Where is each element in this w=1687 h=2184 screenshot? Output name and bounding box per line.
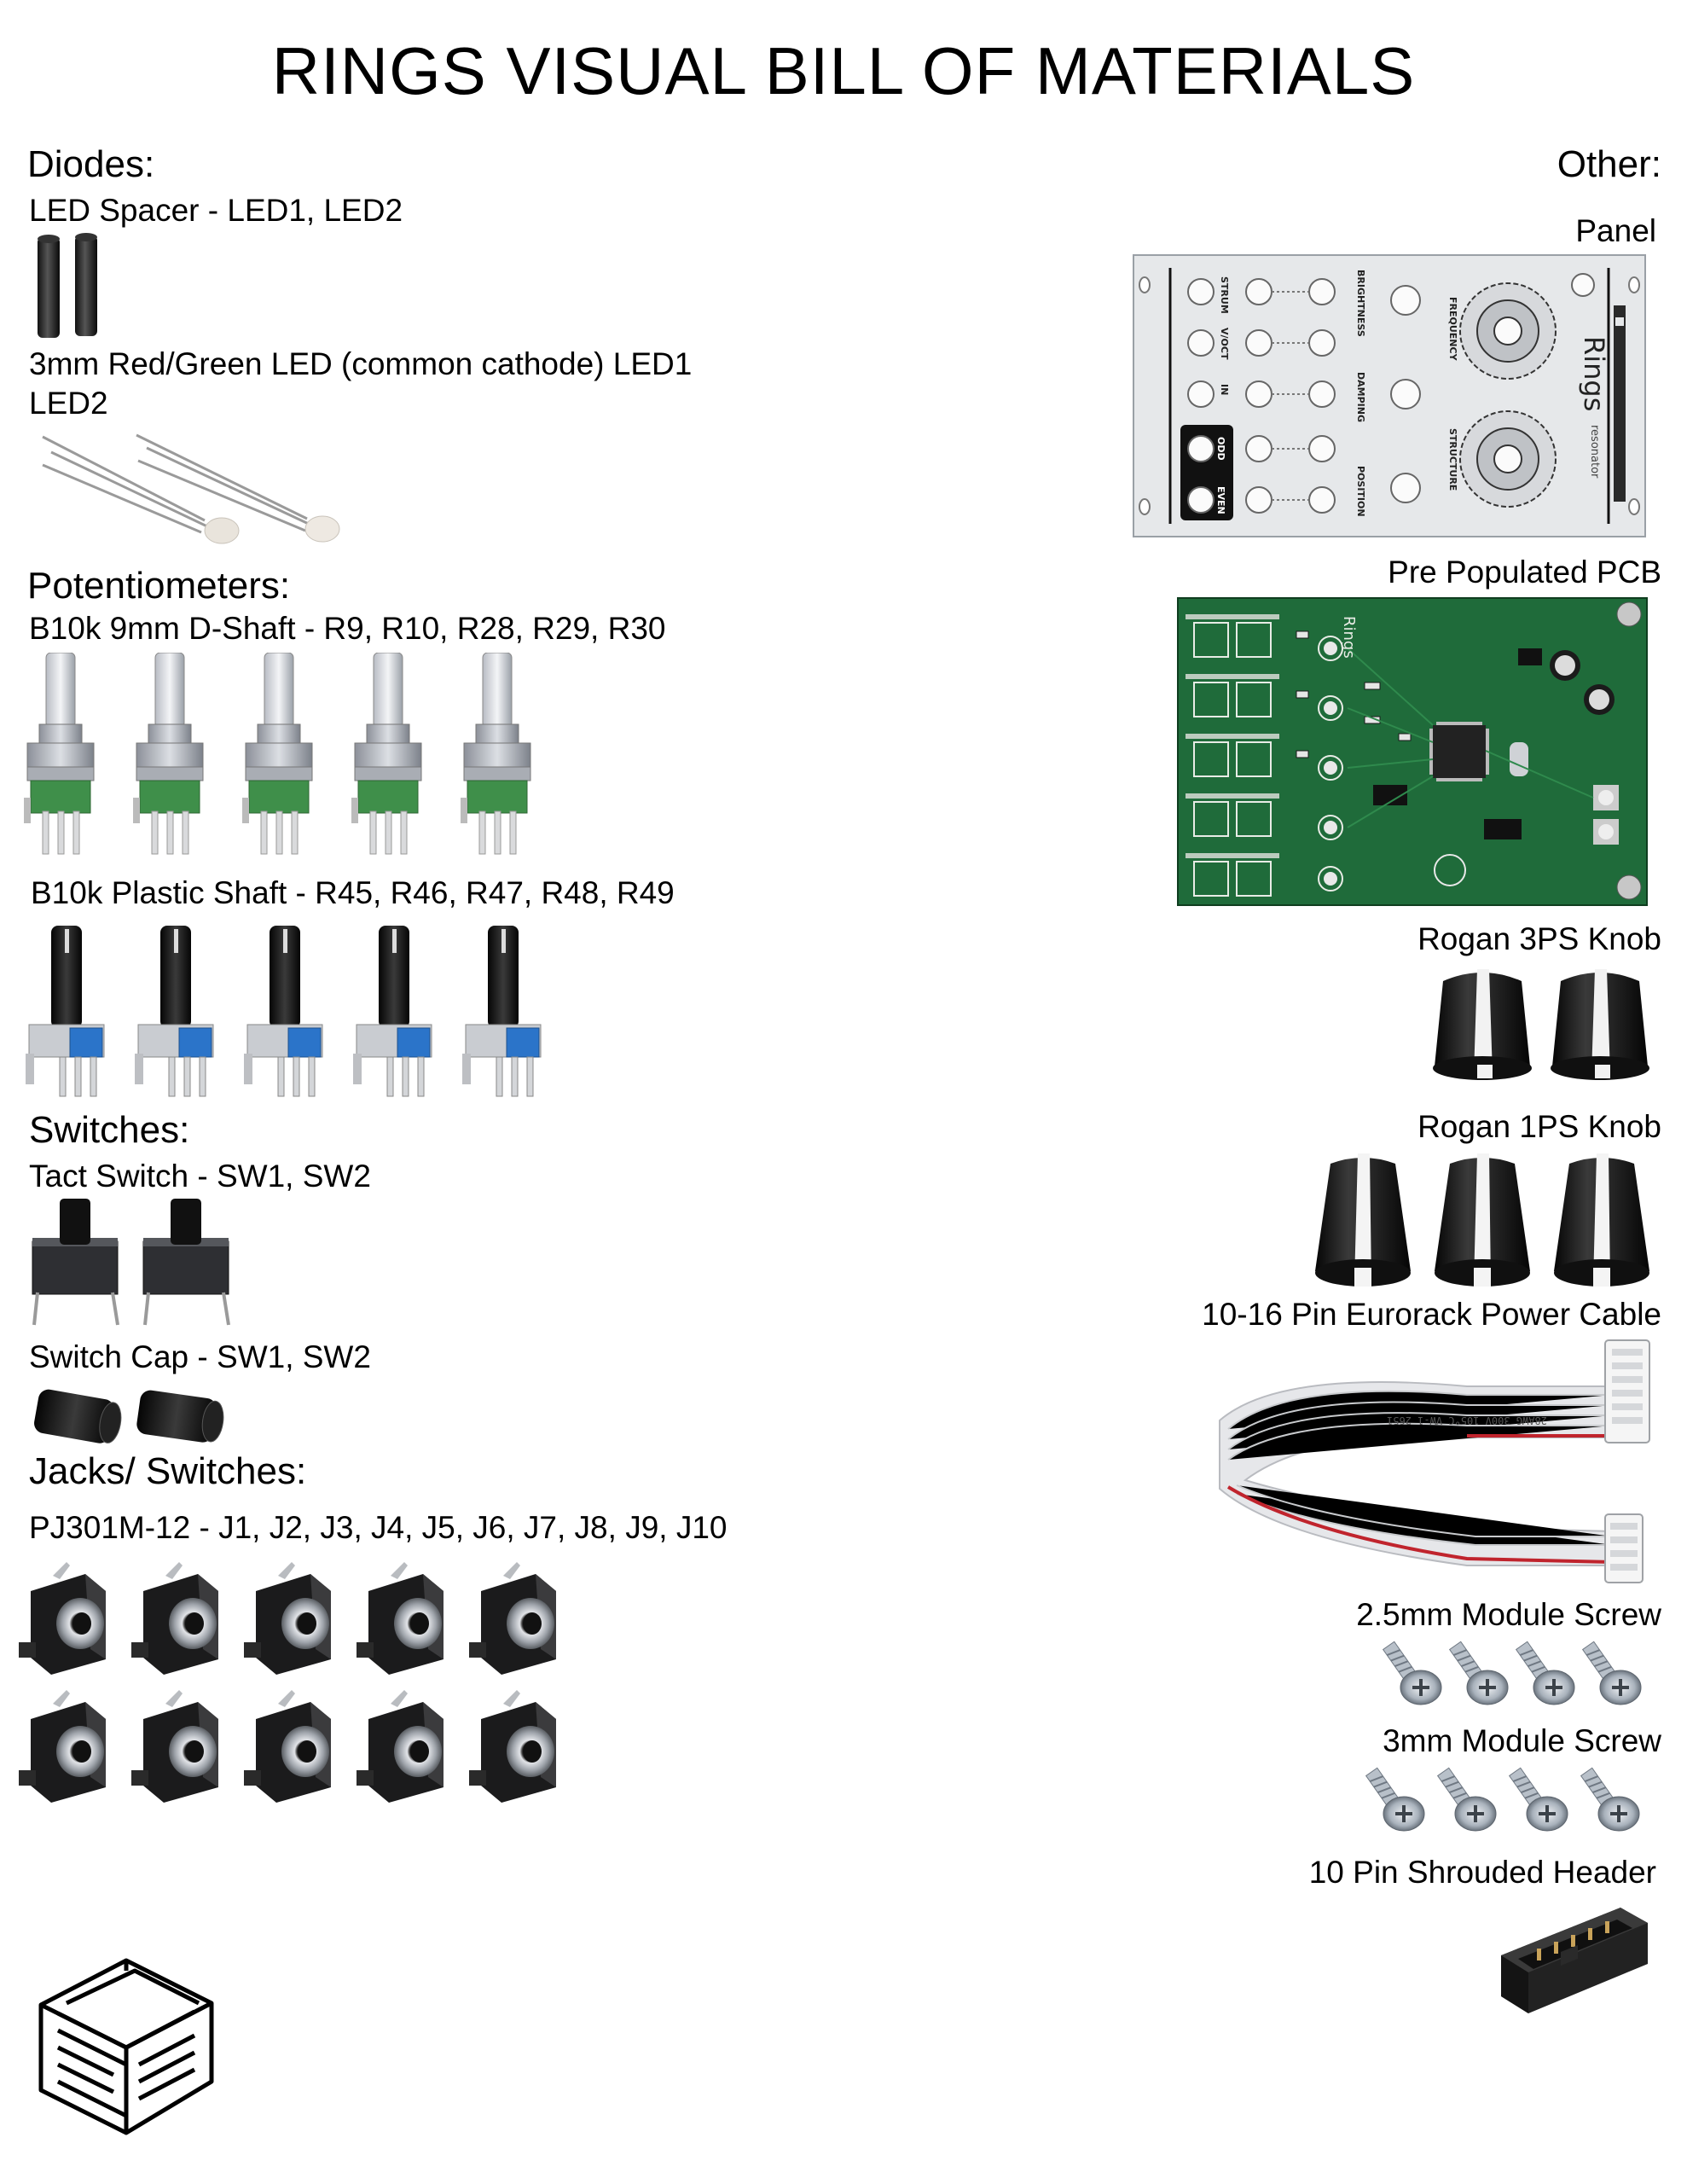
dshaft-pots-image	[24, 653, 570, 866]
led-label-line2: LED2	[29, 386, 108, 421]
jacks-heading: Jacks/ Switches:	[29, 1450, 307, 1492]
panel-text-even: EVEN	[1215, 486, 1226, 514]
brand-logo	[32, 1954, 220, 2141]
page-title: RINGS VISUAL BILL OF MATERIALS	[271, 33, 1416, 108]
panel-text-strum: STRUM	[1219, 276, 1230, 314]
jacks-label: PJ301M-12 - J1, J2, J3, J4, J5, J6, J7, …	[29, 1510, 728, 1545]
led-spacer-label: LED Spacer - LED1, LED2	[29, 193, 403, 228]
pcb-silk-text: Rings	[1340, 616, 1358, 659]
screw-3mm-image	[1365, 1763, 1655, 1841]
plastic-pot-label: B10k Plastic Shaft - R45, R46, R47, R48,…	[31, 875, 675, 910]
tact-switch-label: Tact Switch - SW1, SW2	[29, 1159, 371, 1194]
panel-label: Panel	[1575, 213, 1656, 248]
led-spacer-image	[32, 232, 109, 343]
diodes-heading: Diodes:	[27, 143, 155, 185]
panel-text-damping: DAMPING	[1355, 372, 1366, 422]
power-cable-image: 28AWG 300V 105°C VW-1 2651	[1211, 1335, 1663, 1591]
other-heading: Other:	[1557, 143, 1661, 185]
panel-text-odd: ODD	[1215, 437, 1226, 461]
tact-switch-image	[29, 1199, 251, 1335]
panel-text-frequency: FREQUENCY	[1447, 297, 1458, 362]
cable-print-text: 28AWG 300V 105°C VW-1 2651	[1387, 1414, 1547, 1426]
switch-cap-label: Switch Cap - SW1, SW2	[29, 1339, 371, 1374]
switch-cap-image	[31, 1382, 235, 1450]
panel-image: STRUM V/OCT IN ODD EVEN BRIGHTNESS DAMPI…	[1133, 254, 1646, 537]
led-image	[34, 427, 341, 555]
shrouded-header-image	[1493, 1896, 1655, 2015]
screw25-label: 2.5mm Module Screw	[1356, 1597, 1661, 1632]
panel-brand: Rings	[1578, 336, 1610, 411]
potentiometers-heading: Potentiometers:	[27, 565, 291, 607]
panel-text-brightness: BRIGHTNESS	[1355, 270, 1366, 337]
cable-label: 10-16 Pin Eurorack Power Cable	[1202, 1297, 1661, 1332]
screw3-label: 3mm Module Screw	[1383, 1723, 1661, 1758]
led-label-line1: 3mm Red/Green LED (common cathode) LED1	[29, 346, 693, 381]
panel-text-in: IN	[1219, 384, 1230, 395]
jacks-image	[19, 1557, 582, 1838]
rogan-1ps-image	[1312, 1152, 1653, 1297]
panel-subtitle: resonator	[1588, 425, 1601, 479]
pcb-image: Rings	[1177, 597, 1648, 906]
knob1-label: Rogan 1PS Knob	[1417, 1109, 1661, 1144]
plastic-pots-image	[26, 926, 571, 1105]
rogan-3ps-image	[1429, 964, 1660, 1092]
panel-text-structure: STRUCTURE	[1447, 428, 1458, 491]
knob3-label: Rogan 3PS Knob	[1417, 921, 1661, 956]
switches-heading: Switches:	[29, 1109, 190, 1151]
pcb-label: Pre Populated PCB	[1388, 555, 1661, 590]
screw-25mm-image	[1382, 1638, 1655, 1715]
panel-text-position: POSITION	[1355, 466, 1366, 517]
header-label: 10 Pin Shrouded Header	[1308, 1855, 1656, 1890]
dshaft-pot-label: B10k 9mm D-Shaft - R9, R10, R28, R29, R3…	[29, 611, 666, 646]
panel-text-voct: V/OCT	[1219, 328, 1230, 360]
